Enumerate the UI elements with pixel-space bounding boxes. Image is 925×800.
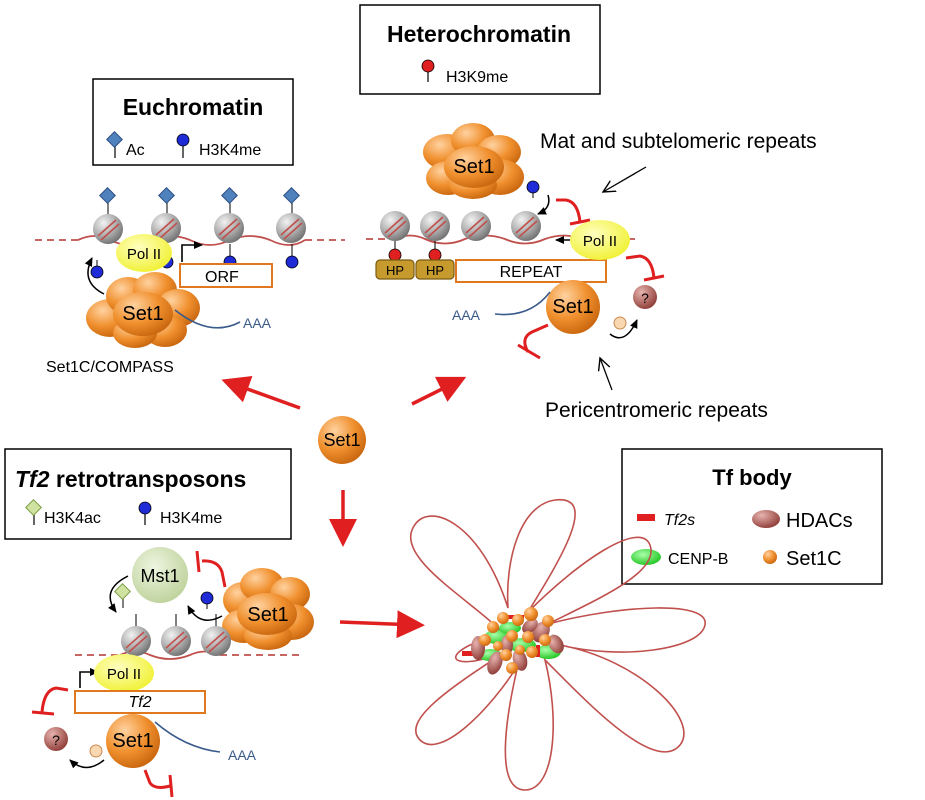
heterochromatin-set1-top-label: Set1 xyxy=(453,156,494,178)
tf-body-title: Tf body xyxy=(712,465,792,490)
heterochromatin-nucleosomes xyxy=(380,211,541,262)
h3k4me-legend-icon xyxy=(176,133,190,147)
legend-hdacs-label: HDACs xyxy=(786,510,853,532)
tf-body-cluster xyxy=(462,607,564,675)
arrow-to-tf-body xyxy=(339,610,425,639)
heterochromatin-title: Heterochromatin xyxy=(387,21,571,47)
arrow-to-heterochromatin xyxy=(411,376,467,406)
tf2-panel: Tf2 retrotransposons H3K4ac H3K4me Mst1 … xyxy=(4,448,314,798)
euchromatin-legend-box xyxy=(92,78,294,166)
tf2-title-italic: Tf2 xyxy=(15,466,50,492)
cenpb-legend-icon xyxy=(631,549,661,565)
arrow-to-euchromatin xyxy=(221,375,301,410)
heterochromatin-unknown-label: ? xyxy=(641,290,649,306)
tf2-set1-bottom xyxy=(106,714,160,768)
h3k9me-legend-icon xyxy=(421,59,435,73)
hp-label-1: HP xyxy=(386,263,404,278)
h3k4ac-legend-icon xyxy=(25,499,42,516)
heterochromatin-panel: Heterochromatin H3K9me Mat and subtelome… xyxy=(359,4,817,422)
repeat-box xyxy=(455,259,607,283)
heterochromatin-legend-box xyxy=(359,4,601,95)
heterochromatin-unknown-factor xyxy=(633,285,657,309)
heterochromatin-set1-bottom xyxy=(546,280,600,334)
euchromatin-aaa-label: AAA xyxy=(243,315,272,331)
legend-h3k9me-label: H3K9me xyxy=(446,69,508,86)
repeat-label: REPEAT xyxy=(500,264,563,281)
orf-box xyxy=(179,263,273,288)
acetyl-legend-icon xyxy=(106,131,123,148)
mst1 xyxy=(132,547,188,603)
euchromatin-panel: Euchromatin Ac H3K4me xyxy=(35,78,345,376)
tf2-set1-top-complex xyxy=(222,568,314,650)
pericentromeric-label: Pericentromeric repeats xyxy=(545,399,768,422)
euchromatin-set1-label: Set1 xyxy=(122,303,163,325)
legend-h3k4me-label: H3K4me xyxy=(199,142,261,159)
euchromatin-set1-complex xyxy=(86,272,200,348)
pericentromeric-pointer xyxy=(600,358,613,391)
set1c-legend-icon xyxy=(763,550,777,564)
tf-body-legend-box xyxy=(621,448,883,585)
inhibit-mat xyxy=(556,198,582,223)
tf-body-panel: Tf body Tf2s HDACs CENP-B Set1C xyxy=(409,448,883,791)
euchromatin-pol2 xyxy=(116,234,172,272)
hdac-legend-icon xyxy=(752,510,780,528)
mat-repeats-pointer xyxy=(603,166,647,192)
hp-box-2 xyxy=(415,259,455,280)
tf-body-loops xyxy=(409,499,706,791)
euchromatin-title: Euchromatin xyxy=(123,94,264,120)
tf2-gene-label: Tf2 xyxy=(128,694,151,711)
mst1-label: Mst1 xyxy=(140,566,179,586)
heterochromatin-aaa-label: AAA xyxy=(452,307,481,323)
central-set1-label: Set1 xyxy=(323,430,360,450)
legend-h3k4ac-label: H3K4ac xyxy=(44,510,101,527)
tf2-set1-bottom-label: Set1 xyxy=(112,730,153,752)
tf2-set1-top-label: Set1 xyxy=(247,604,288,626)
legend-ac-label: Ac xyxy=(126,142,145,159)
tf2-pol2-label: Pol II xyxy=(107,666,141,683)
tf2-nucleosomes xyxy=(121,614,231,656)
tf2-gene-box xyxy=(74,690,206,714)
set1c-compass-label: Set1C/COMPASS xyxy=(46,359,174,376)
euchromatin-pol2-label: Pol II xyxy=(127,246,161,263)
tf2-pol2 xyxy=(94,654,154,692)
legend-set1c-label: Set1C xyxy=(786,548,842,570)
tf2-unknown-factor xyxy=(44,727,68,751)
tf2s-legend-icon xyxy=(637,514,655,521)
central-set1: Set1 xyxy=(221,375,467,639)
legend-tf2s-label: Tf2s xyxy=(664,512,695,529)
heterochromatin-pol2 xyxy=(570,220,630,260)
hp-label-2: HP xyxy=(426,263,444,278)
hp-box-1 xyxy=(375,259,415,280)
orf-label: ORF xyxy=(205,269,239,286)
legend-cenpb-label: CENP-B xyxy=(668,551,728,568)
heterochromatin-pol2-label: Pol II xyxy=(583,233,617,250)
legend-tf2-h3k4me-label: H3K4me xyxy=(160,510,222,527)
heterochromatin-set1-top-complex xyxy=(423,123,524,199)
tf2-unknown-label: ? xyxy=(52,732,60,748)
tf2-title-rest: retrotransposons xyxy=(50,466,247,492)
tf2-h3k4me-legend-icon xyxy=(138,501,152,515)
heterochromatin-set1-bottom-label: Set1 xyxy=(552,296,593,318)
tf2-aaa-label: AAA xyxy=(228,747,257,763)
mat-repeats-label: Mat and subtelomeric repeats xyxy=(540,130,817,153)
tf2-legend-box xyxy=(4,448,292,540)
tf2-title: Tf2 retrotransposons xyxy=(15,466,246,492)
